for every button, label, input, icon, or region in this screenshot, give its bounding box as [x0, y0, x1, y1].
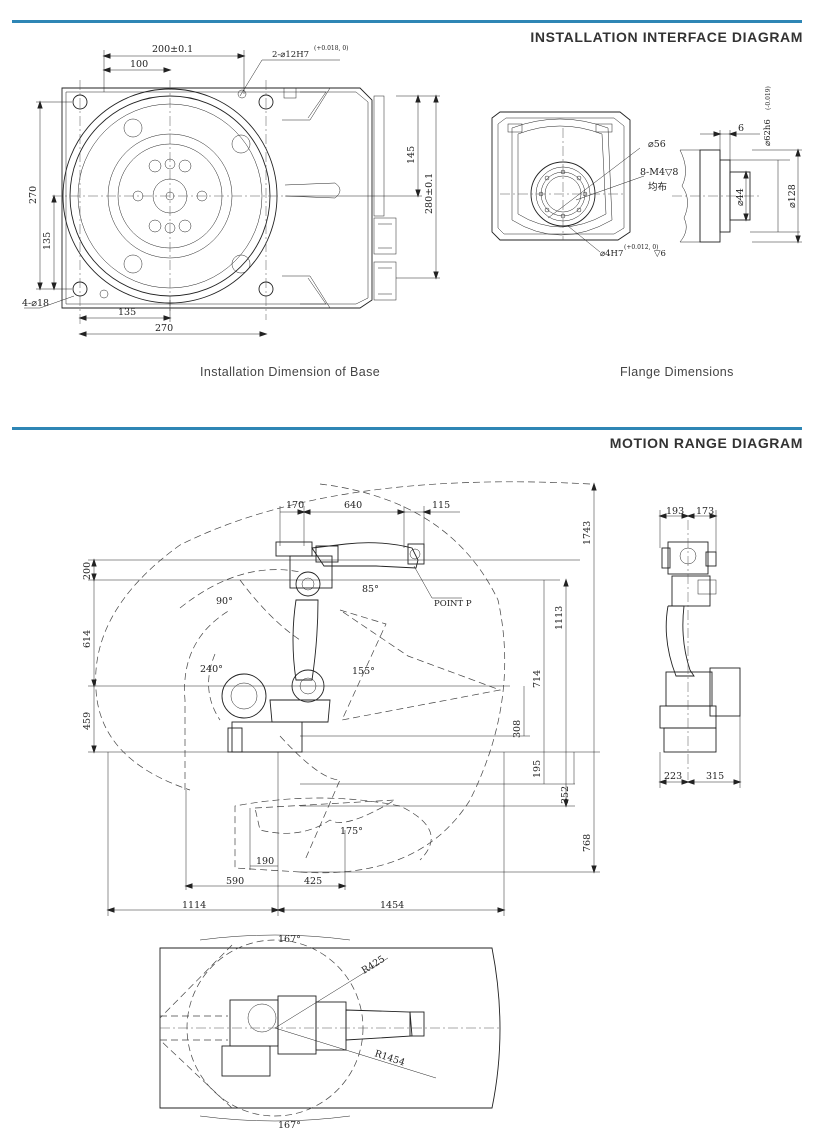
dim-flange-62: ⌀62h6 — [763, 119, 773, 146]
dim-side-714: 714 — [532, 670, 543, 688]
dim-base-280: 280±0.1 — [424, 173, 435, 214]
dim-base-200: 200±0.1 — [152, 44, 193, 55]
flange-front-view — [491, 111, 645, 253]
dim-side-200: 200 — [82, 562, 93, 580]
dim-side-640: 640 — [344, 500, 362, 511]
dim-side-115: 115 — [432, 500, 450, 511]
dim-flange-m4: 8-M4▽8 — [640, 167, 678, 178]
dim-flange-pin-depth: ▽6 — [654, 249, 666, 259]
dim-side-590: 590 — [226, 876, 244, 887]
dim-base-pin: 2-⌀12H7 — [272, 50, 309, 60]
dim-side-1113: 1113 — [554, 606, 565, 630]
dim-base-100: 100 — [130, 59, 148, 70]
dim-base-270h: 270 — [155, 323, 173, 334]
base-plan-view — [24, 50, 440, 337]
dim-base-pin-tol: (+0.018, 0) — [314, 45, 349, 52]
dim-side-1114: 1114 — [182, 900, 206, 911]
dim-front-223: 223 — [664, 771, 682, 782]
dim-side-614: 614 — [82, 630, 93, 648]
dim-flange-56: ⌀56 — [648, 139, 666, 150]
dim-flange-44: ⌀44 — [735, 188, 746, 206]
top-divider — [12, 20, 802, 23]
angle-155: 155° — [352, 666, 375, 677]
dim-side-190: 190 — [256, 856, 274, 867]
dim-side-170: 170 — [286, 500, 304, 511]
dim-base-holes: 4-⌀18 — [22, 298, 49, 309]
dim-flange-even: 均布 — [648, 181, 667, 193]
angle-240: 240° — [200, 664, 223, 675]
point-p-label: POINT P — [434, 599, 472, 609]
base-caption: Installation Dimension of Base — [200, 365, 381, 379]
angle-85: 85° — [362, 584, 379, 595]
dim-flange-pin-tol: (+0.012, 0) — [624, 244, 659, 251]
dim-base-135h: 135 — [118, 307, 136, 318]
flange-side-view — [672, 130, 802, 244]
dim-front-173: 173 — [696, 506, 714, 517]
dim-side-1743: 1743 — [582, 521, 593, 545]
dim-side-308: 308 — [512, 720, 523, 738]
middle-divider — [12, 427, 802, 430]
dim-front-315: 315 — [706, 771, 724, 782]
dim-top-r425: R425 — [360, 954, 387, 977]
dim-flange-62-tol: (-0.019) — [765, 86, 772, 110]
dim-side-352: 352 — [560, 786, 571, 804]
flange-caption: Flange Dimensions — [620, 365, 734, 379]
dim-base-135v: 135 — [42, 232, 53, 250]
dim-front-193: 193 — [666, 506, 684, 517]
motion-section-title: MOTION RANGE DIAGRAM — [609, 435, 803, 451]
dim-side-195: 195 — [532, 760, 543, 778]
dim-flange-pin: ⌀4H7 — [600, 249, 623, 259]
dim-base-270v: 270 — [28, 186, 39, 204]
dim-side-1454: 1454 — [380, 900, 404, 911]
dim-flange-128: ⌀128 — [787, 184, 798, 208]
dim-side-768: 768 — [582, 834, 593, 852]
dim-side-459: 459 — [82, 712, 93, 730]
angle-167-top: 167° — [278, 934, 301, 945]
dim-base-145: 145 — [406, 146, 417, 164]
angle-175: 175° — [340, 826, 363, 837]
dim-top-r1454: R1454 — [373, 1048, 406, 1068]
angle-90: 90° — [216, 596, 233, 607]
motion-top-view — [159, 934, 501, 1122]
motion-side-view — [88, 481, 600, 916]
dim-side-425: 425 — [304, 876, 322, 887]
angle-167-bottom: 167° — [278, 1120, 301, 1131]
installation-section-title: INSTALLATION INTERFACE DIAGRAM — [530, 29, 803, 45]
motion-front-view — [658, 510, 742, 788]
dim-flange-6: 6 — [738, 123, 744, 134]
